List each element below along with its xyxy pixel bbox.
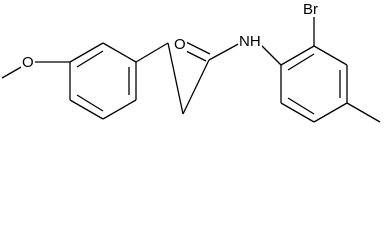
bond-ring-ch2 (135, 42, 169, 63)
bond-ringB-1 (280, 45, 315, 66)
bromine-label: Br (302, 1, 319, 18)
bond-ringA-5 (69, 99, 104, 120)
bond-ringA-4 (102, 99, 137, 120)
carbonyl-oxygen-label: O (173, 36, 187, 53)
bond-ch2-ch2 (167, 42, 184, 115)
bond-ringB-4 (313, 102, 348, 123)
bond-ring-methyl (346, 102, 381, 123)
bond-ringB-5 (280, 102, 315, 123)
bond-ch2-carbonyl (182, 59, 210, 115)
bond-ringA-2 (102, 42, 137, 63)
bond-ringA-double-1 (76, 50, 104, 68)
bond-ringB-2 (313, 45, 348, 66)
bond-ringB-double-1 (287, 53, 315, 71)
bond-ringB-double-3 (287, 97, 315, 115)
bond-ringA-double-3 (76, 94, 104, 112)
methoxy-oxygen-label: O (21, 54, 35, 71)
bond-nitrogen-ring (257, 41, 282, 66)
amide-nitrogen-label: NH (238, 33, 262, 50)
bond-ringA-1 (69, 42, 104, 63)
bond-carbonyl-double-b (183, 40, 211, 55)
bond-carbonyl-nitrogen (208, 41, 243, 61)
structure-diagram: O O NH Br (1, 1, 381, 123)
bond-layer (1, 17, 381, 123)
